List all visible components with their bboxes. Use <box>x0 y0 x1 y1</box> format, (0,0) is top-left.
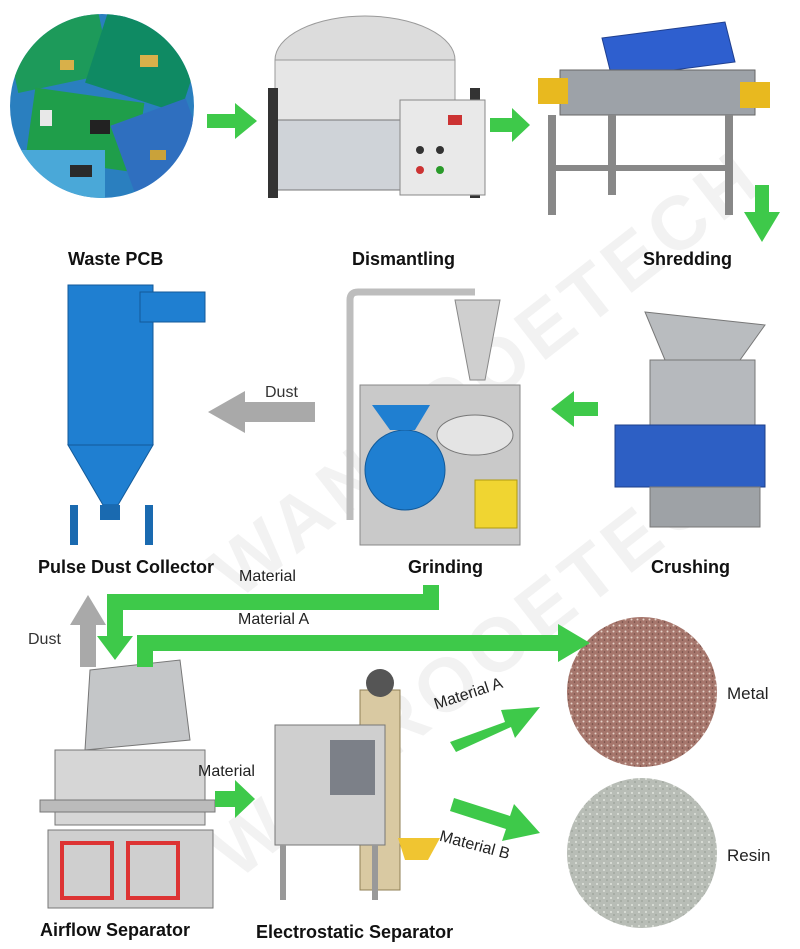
arrow-electrostatic-to-metal <box>450 707 540 752</box>
dismantling-machine-image <box>268 15 486 198</box>
label-airflow-separator: Airflow Separator <box>40 920 191 940</box>
arrow-dismantling-to-shredding <box>490 108 530 142</box>
arrow-airflow-to-electrostatic <box>215 780 255 818</box>
arrow-pcb-to-dismantling <box>207 103 257 139</box>
label-dust-top: Dust <box>265 384 298 401</box>
waste-pcb-image <box>10 14 194 198</box>
metal-output-image <box>567 617 717 767</box>
label-dismantling: Dismantling <box>352 249 456 269</box>
airflow-separator-image <box>39 659 216 909</box>
label-resin: Resin <box>727 846 771 865</box>
arrow-dust-to-collector <box>208 391 315 433</box>
arrow-material-to-airflow <box>107 585 439 640</box>
arrow-material-a-to-metal <box>137 635 560 667</box>
arrow-material-to-airflow-head <box>97 636 133 660</box>
electrostatic-separator-image <box>274 669 440 900</box>
label-crushing: Crushing <box>651 557 730 577</box>
label-metal: Metal <box>727 684 769 703</box>
label-material-a-top: Material A <box>238 611 310 628</box>
arrow-material-a-to-metal-head <box>558 624 590 662</box>
label-shredding: Shredding <box>643 249 732 269</box>
arrow-crushing-to-grinding <box>551 391 598 427</box>
label-grinding: Grinding <box>408 557 483 577</box>
label-material-mid: Material <box>198 763 255 780</box>
pulse-dust-collector-image <box>67 284 206 545</box>
label-pulse-dust-collector: Pulse Dust Collector <box>38 557 215 577</box>
arrow-dust-up-head <box>70 595 106 625</box>
grinding-machine-image <box>346 288 521 546</box>
label-material-top: Material <box>239 568 296 585</box>
label-dust-left: Dust <box>28 631 61 648</box>
shredder-machine-image <box>538 21 770 215</box>
crusher-machine-image <box>614 311 766 528</box>
resin-output-image <box>567 778 717 928</box>
label-electrostatic-separator: Electrostatic Separator <box>256 922 454 942</box>
arrow-electrostatic-to-resin <box>450 798 540 841</box>
arrow-dust-up-shaft <box>80 622 96 667</box>
arrow-shredding-down <box>744 185 780 242</box>
label-waste-pcb: Waste PCB <box>68 249 164 269</box>
